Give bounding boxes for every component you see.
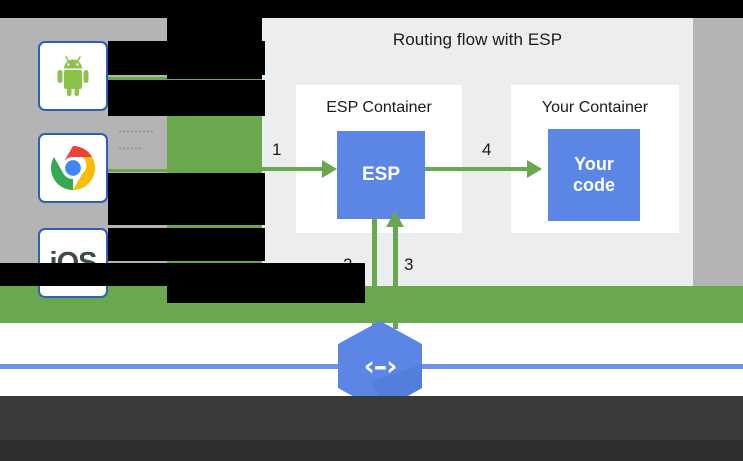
- client-connector-chrome: [108, 169, 168, 172]
- overlay-bottom-band-2: [0, 440, 743, 461]
- step-label-3: 3: [404, 255, 414, 274]
- code-brackets-icon: ‹–›: [363, 350, 398, 382]
- step-label-4: 4: [482, 140, 492, 159]
- arrow-4-head: [527, 160, 542, 178]
- overlay-bar-b: [108, 80, 265, 116]
- overlay-top-band: [0, 0, 743, 18]
- esp-container-label: ESP Container: [326, 99, 432, 116]
- overlay-bar-g: [167, 263, 365, 303]
- arrow-3-line: [393, 226, 398, 329]
- green-horizontal-band: [0, 286, 743, 323]
- overlay-bar-d: [108, 228, 265, 261]
- client-connector-android: [108, 77, 168, 80]
- chrome-icon: [50, 145, 96, 191]
- overlay-bar-c: [108, 173, 265, 225]
- your-code-node: Your code: [548, 129, 640, 221]
- client-tile-chrome[interactable]: [38, 133, 108, 203]
- diagram-title: Routing flow with ESP: [392, 30, 563, 49]
- arrow-4-line: [425, 167, 531, 171]
- obscured-client-caption: ……… ……: [118, 121, 154, 153]
- page-right-gray: [693, 18, 743, 286]
- esp-node: ESP: [337, 131, 425, 219]
- your-container-label: Your Container: [541, 99, 649, 116]
- your-code-line-1: Your: [574, 153, 614, 174]
- client-tile-android[interactable]: [38, 41, 108, 111]
- arrow-1-line: [262, 167, 326, 171]
- arrow-1-head: [322, 160, 337, 178]
- overlay-bar-f: [0, 263, 167, 286]
- arrow-2-line: [372, 219, 377, 329]
- arrow-3-head: [386, 211, 404, 227]
- android-icon: [57, 56, 89, 96]
- overlay-bar-a: [108, 41, 265, 75]
- step-label-1: 1: [272, 140, 282, 159]
- your-code-line-2: code: [572, 175, 615, 195]
